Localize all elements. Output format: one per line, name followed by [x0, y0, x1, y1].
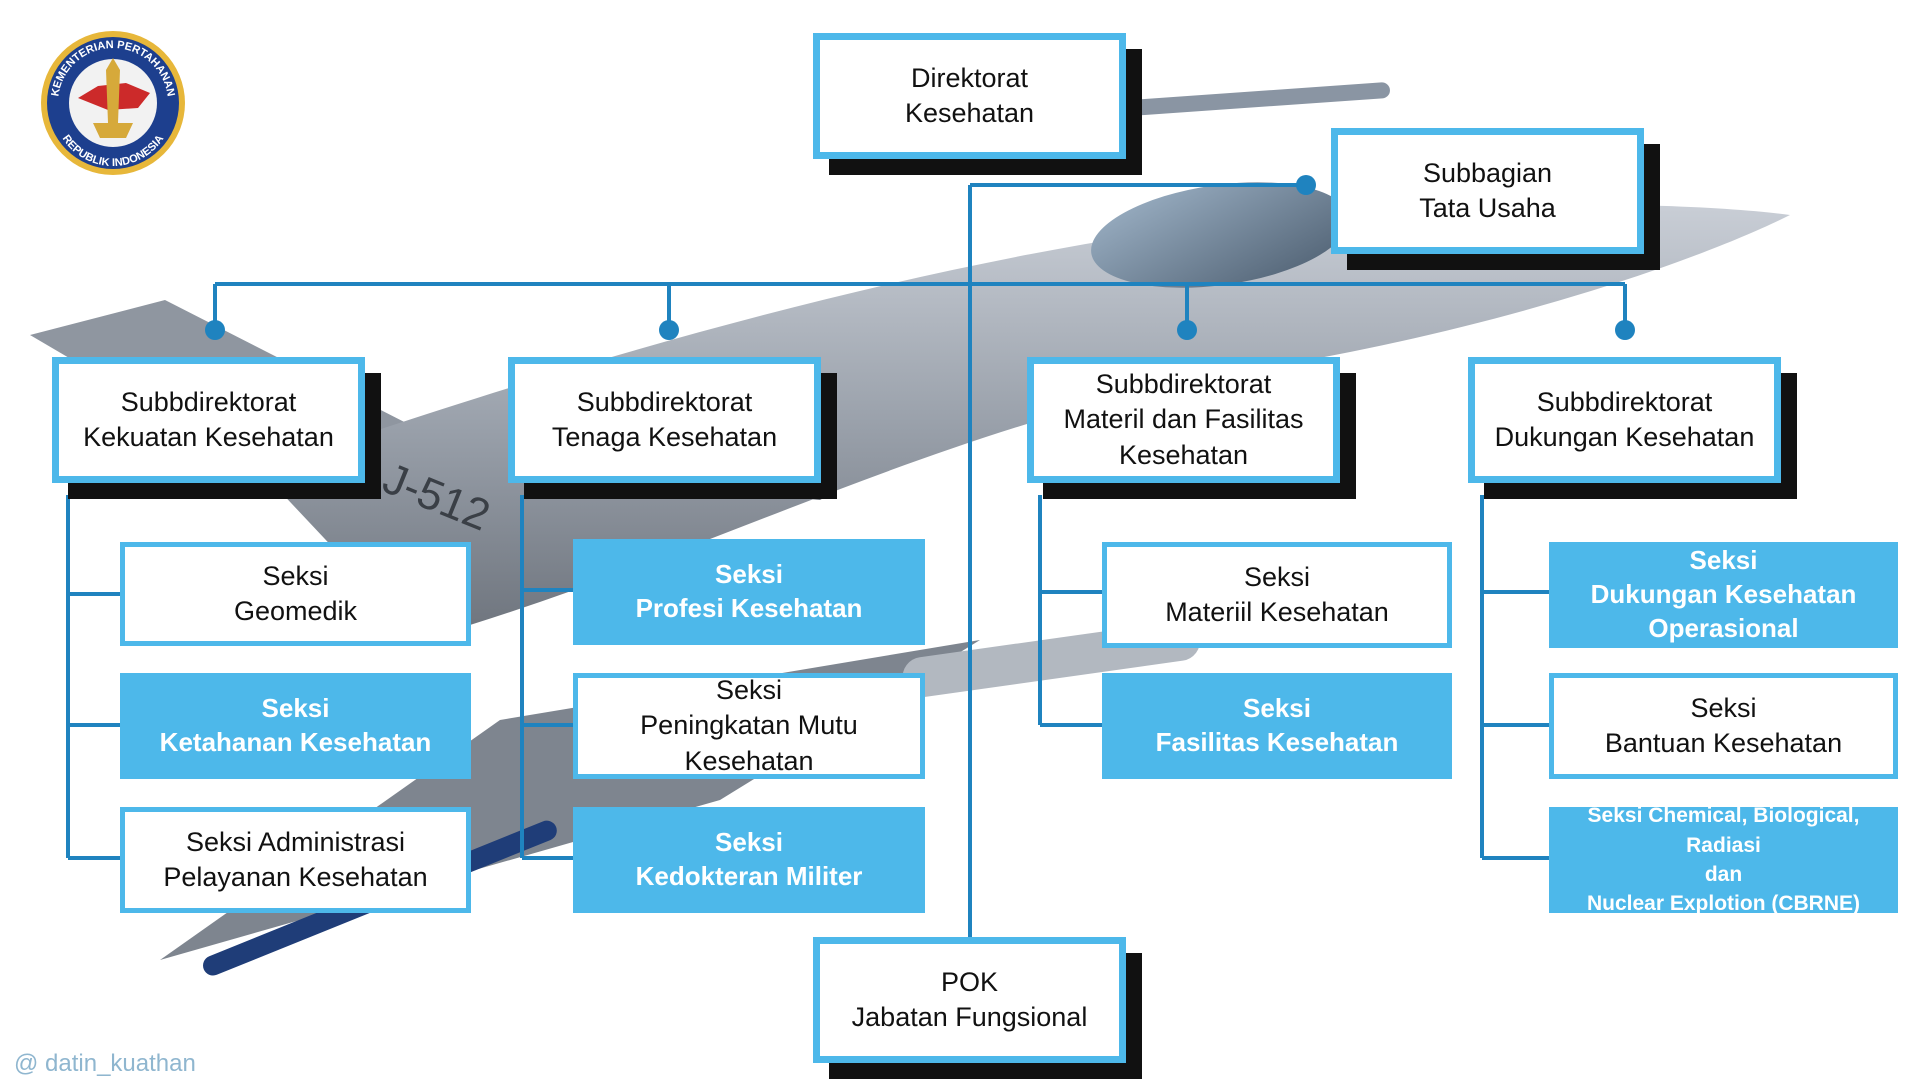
subdirektorat-tenaga-box: Subbdirektorat Tenaga Kesehatan [508, 357, 821, 483]
subdirektorat-materil-box: Subbdirektorat Materil dan Fasilitas Kes… [1027, 357, 1340, 483]
subdirektorat-name: Tenaga Kesehatan [551, 422, 778, 452]
seksi-name-cont: Nuclear Explotion (CBRNE) [1586, 892, 1861, 916]
subbagian-line-1: Subbagian [1422, 157, 1553, 188]
subdirektorat-title: Subbdirektorat [1095, 369, 1272, 400]
subdirektorat-drop-dot [1177, 320, 1197, 340]
subdirektorat-kekuatan-box: Subbdirektorat Kekuatan Kesehatan [52, 357, 365, 483]
seksi-dukungan-operasional-box: Seksi Dukungan Kesehatan Operasional [1549, 542, 1898, 648]
seksi-label: Seksi Administrasi [185, 826, 406, 857]
seksi-bantuan-box: Seksi Bantuan Kesehatan [1549, 673, 1898, 779]
subdirektorat-drop-dot [205, 320, 225, 340]
seksi-name: Bantuan Kesehatan [1604, 728, 1843, 758]
subbagian-box: Subbagian Tata Usaha [1331, 128, 1644, 254]
watermark-text: @ datin_kuathan [14, 1050, 196, 1077]
seksi-label: Seksi [715, 675, 783, 706]
seksi-name: Profesi Kesehatan [635, 593, 863, 623]
direktorat-line-1: Direktorat [910, 62, 1028, 93]
subdirektorat-drop-dot [659, 320, 679, 340]
seksi-label: Seksi [1243, 561, 1311, 592]
seksi-label: Seksi [262, 560, 329, 591]
seksi-name: Ketahanan Kesehatan [159, 727, 432, 757]
subdirektorat-name: Materil dan Fasilitas [1063, 404, 1304, 435]
seksi-label: Seksi Chemical, Biological, Radiasi [1587, 804, 1860, 857]
seksi-profesi-box: Seksi Profesi Kesehatan [573, 539, 925, 645]
kemhan-logo: KEMENTERIAN PERTAHANAN REPUBLIK INDONESI… [41, 31, 185, 175]
subdirektorat-title: Subbdirektorat [576, 386, 753, 417]
pok-box: POK Jabatan Fungsional [813, 937, 1126, 1063]
seksi-label: Seksi [1243, 693, 1311, 724]
subdirektorat-title: Subbdirektorat [120, 386, 297, 417]
direktorat-box: Direktorat Kesehatan [813, 33, 1126, 159]
subdirektorat-title: Subbdirektorat [1536, 386, 1713, 417]
seksi-label: Seksi [261, 693, 330, 724]
subdirektorat-name: Dukungan Kesehatan [1494, 422, 1755, 452]
seksi-name: Geomedik [233, 596, 358, 626]
seksi-label: Seksi [1690, 692, 1757, 723]
seksi-name: Kedokteran Militer [635, 861, 863, 891]
seksi-peningkatan-mutu-box: Seksi Peningkatan Mutu Kesehatan [573, 673, 925, 779]
seksi-name: Dukungan Kesehatan [1590, 579, 1857, 610]
subdirektorat-drop-dot [1615, 320, 1635, 340]
seksi-ketahanan-box: Seksi Ketahanan Kesehatan [120, 673, 471, 779]
subdirektorat-name: Kekuatan Kesehatan [83, 422, 334, 452]
seksi-label: Seksi [715, 559, 783, 590]
seksi-geomedik-box: Seksi Geomedik [120, 542, 471, 646]
pok-line-1: POK [940, 966, 998, 997]
pok-line-2: Jabatan Fungsional [851, 1002, 1088, 1032]
seksi-name: Pelayanan Kesehatan [163, 862, 428, 892]
subbagian-line-2: Tata Usaha [1419, 193, 1556, 223]
seksi-cbrne-box: Seksi Chemical, Biological, Radiasi dan … [1549, 804, 1898, 915]
seksi-label: Seksi [715, 827, 783, 858]
seksi-fasilitas-box: Seksi Fasilitas Kesehatan [1102, 673, 1452, 779]
seksi-administrasi-box: Seksi Administrasi Pelayanan Kesehatan [120, 807, 471, 913]
seksi-name: Materiil Kesehatan [1165, 597, 1389, 627]
seksi-name-cont: Operasional [1648, 612, 1799, 643]
direktorat-line-2: Kesehatan [904, 98, 1035, 128]
seksi-name: Peningkatan Mutu Kesehatan [640, 710, 858, 776]
seksi-name: Fasilitas Kesehatan [1155, 727, 1399, 757]
seksi-materiil-box: Seksi Materiil Kesehatan [1102, 542, 1452, 648]
subdirektorat-name-cont: Kesehatan [1118, 439, 1249, 470]
seksi-kedokteran-militer-box: Seksi Kedokteran Militer [573, 807, 925, 913]
subdirektorat-dukungan-box: Subbdirektorat Dukungan Kesehatan [1468, 357, 1781, 483]
seksi-name-conjunction: dan [1704, 863, 1743, 886]
seksi-label: Seksi [1689, 545, 1758, 576]
subbagian-connector-dot [1296, 175, 1316, 195]
